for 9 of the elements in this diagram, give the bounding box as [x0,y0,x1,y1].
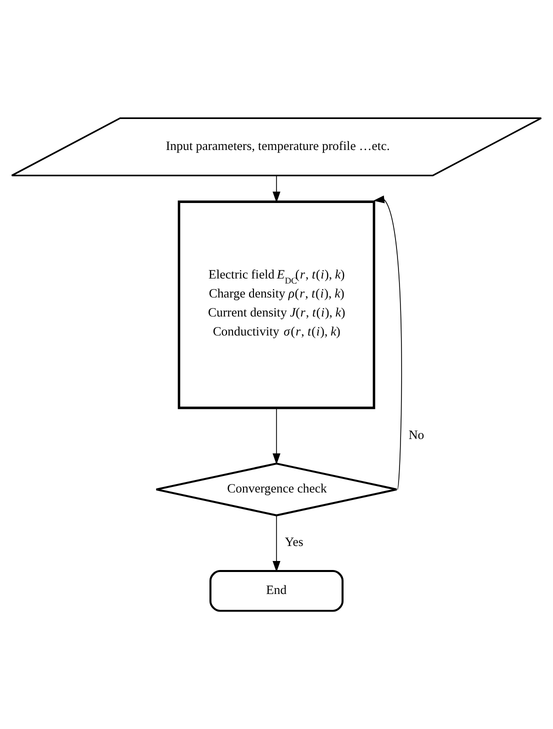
edge-label: Yes [284,535,304,550]
arrow [373,196,402,490]
edge-label: No [408,428,424,442]
node-diamond: Convergence check [155,462,398,516]
arrow [272,175,280,203]
arrow [272,515,280,572]
node-box: Electric field E$_{DC}$(r, t(i), k) Charge density ρ(r, t(i), k) Current density J(r, t(i), k) Conductivity σ(r, t(i), k) [178,200,376,410]
node-box: End [209,570,344,612]
arrow [272,408,280,465]
